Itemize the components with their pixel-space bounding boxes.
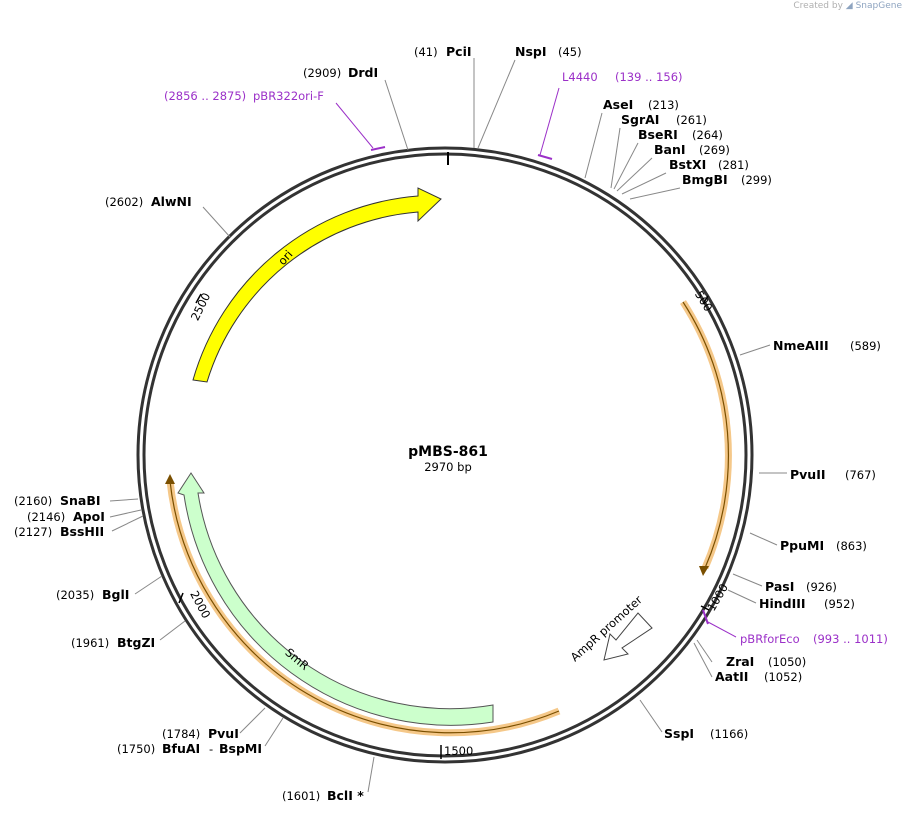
ampr-promoter-feature[interactable] <box>603 612 653 661</box>
site-sgrai-pos: (261) <box>676 113 707 127</box>
site-leaders <box>109 58 787 793</box>
orf-arc-right[interactable] <box>680 300 732 570</box>
site-nmeaiii-pos: (589) <box>850 339 881 353</box>
site-bsshii-name[interactable]: BssHII <box>60 524 104 539</box>
site-snabi-name[interactable]: SnaBI <box>60 493 101 508</box>
site-bani-name[interactable]: BanI <box>654 142 686 157</box>
site-bstxi-name[interactable]: BstXI <box>669 157 706 172</box>
site-nspi-pos: (45) <box>558 45 582 59</box>
site-pvui-pos: (1784) <box>162 727 200 741</box>
primer-l4440-range: (139 .. 156) <box>615 70 683 84</box>
orf-arc-left-core <box>169 480 560 734</box>
site-sspi-pos: (1166) <box>710 727 748 741</box>
site-btgzi-pos: (1961) <box>71 636 109 650</box>
site-aatii-name[interactable]: AatII <box>715 669 748 684</box>
tick-2500: 2500 <box>188 290 213 322</box>
tick-label-1000: 1000 <box>704 581 731 613</box>
primer-l4440-leader <box>539 87 560 156</box>
primer-pbr322ori-f-leader <box>335 102 374 149</box>
site-bgli-pos: (2035) <box>56 588 94 602</box>
site-sgrai-name[interactable]: SgrAI <box>621 112 659 127</box>
site-ppumi-pos: (863) <box>836 539 867 553</box>
site-aatii-pos: (1052) <box>764 670 802 684</box>
site-bcli-name[interactable]: BclI * <box>327 788 364 803</box>
site-pasi-pos: (926) <box>806 580 837 594</box>
site-bseri-pos: (264) <box>692 128 723 142</box>
tick-label-500: 500 <box>692 288 716 314</box>
orf-arrow-right-icon <box>699 566 709 576</box>
site-hindiii-name[interactable]: HindIII <box>759 596 806 611</box>
site-ppumi-name[interactable]: PpuMI <box>780 538 824 553</box>
primer-l4440-mark[interactable] <box>537 154 553 160</box>
plasmid-name: pMBS-861 <box>408 444 488 460</box>
snapgene-logo-icon: ◢ <box>845 1 853 11</box>
site-nmeaiii-name[interactable]: NmeAIII <box>773 338 829 353</box>
site-sspi-name[interactable]: SspI <box>664 726 694 741</box>
site-bseri-name[interactable]: BseRI <box>638 127 678 142</box>
primer-pbr322ori-f-mark[interactable] <box>370 146 386 151</box>
primer-pbrforeco-leader <box>707 621 737 638</box>
site-pvuii-name[interactable]: PvuII <box>790 467 826 482</box>
site-drdi-name[interactable]: DrdI <box>348 65 378 80</box>
tick-1000: 1000 <box>700 581 731 614</box>
site-bmgbi-pos: (299) <box>741 173 772 187</box>
site-bspmi-name[interactable]: BspMI <box>219 741 262 756</box>
site-pasi-name[interactable]: PasI <box>765 579 794 594</box>
credit-brand: SnapGene <box>855 1 902 11</box>
primer-pbrforeco-mark[interactable] <box>702 609 709 625</box>
primer-pbrforeco-name: pBRforEco <box>740 632 800 646</box>
primer-pbr322ori-f-name: pBR322ori-F <box>253 89 324 103</box>
site-nspi-name[interactable]: NspI <box>515 44 547 59</box>
site-bmgbi-name[interactable]: BmgBI <box>682 172 728 187</box>
orf-arrow-left-icon <box>165 474 175 484</box>
site-asei-pos: (213) <box>648 98 679 112</box>
site-bani-pos: (269) <box>699 143 730 157</box>
site-pcii-name[interactable]: PciI <box>446 44 472 59</box>
site-bstxi-pos: (281) <box>718 158 749 172</box>
site-bfuai-pos: (1750) <box>117 742 155 756</box>
backbone-inner <box>142 152 748 758</box>
site-pvuii-pos: (767) <box>845 468 876 482</box>
tick-label-1500: 1500 <box>444 744 473 758</box>
site-asei-name[interactable]: AseI <box>603 97 633 112</box>
primer-pbrforeco-range: (993 .. 1011) <box>813 632 888 646</box>
site-btgzi-name[interactable]: BtgZI <box>117 635 155 650</box>
backbone-outer <box>136 146 754 764</box>
smr-feature[interactable] <box>177 472 494 726</box>
site-bsshii-pos: (2127) <box>14 525 52 539</box>
primer-l4440-name: L4440 <box>562 70 598 84</box>
site-alwni-pos: (2602) <box>105 195 143 209</box>
site-pvui-name[interactable]: PvuI <box>208 726 239 741</box>
site-apoi-name[interactable]: ApoI <box>73 509 105 524</box>
site-alwni-name[interactable]: AlwNI <box>151 194 192 209</box>
primer-pbr322ori-f-range: (2856 .. 2875) <box>164 89 246 103</box>
site-apoi-pos: (2146) <box>27 510 65 524</box>
tick-1500: 1500 <box>440 744 473 759</box>
snapgene-credit: Created by ◢ SnapGene <box>793 1 902 11</box>
site-bcli-pos: (1601) <box>282 789 320 803</box>
tick-label-2500: 2500 <box>188 290 213 322</box>
site-snabi-pos: (2160) <box>14 494 52 508</box>
credit-prefix: Created by <box>793 1 843 11</box>
site-drdi-pos: (2909) <box>303 66 341 80</box>
site-zrai-pos: (1050) <box>768 655 806 669</box>
site-pcii-pos: (41) <box>414 45 438 59</box>
site-dash-sep: - <box>209 742 213 756</box>
site-bgli-name[interactable]: BglI <box>102 587 129 602</box>
tick-500: 500 <box>692 288 716 314</box>
ori-feature[interactable] <box>192 187 442 383</box>
site-hindiii-pos: (952) <box>824 597 855 611</box>
site-bfuai-name[interactable]: BfuAI <box>162 741 200 756</box>
plasmid-size: 2970 bp <box>424 460 472 474</box>
site-zrai-name[interactable]: ZraI <box>726 654 754 669</box>
orf-arc-right-core <box>682 301 729 569</box>
